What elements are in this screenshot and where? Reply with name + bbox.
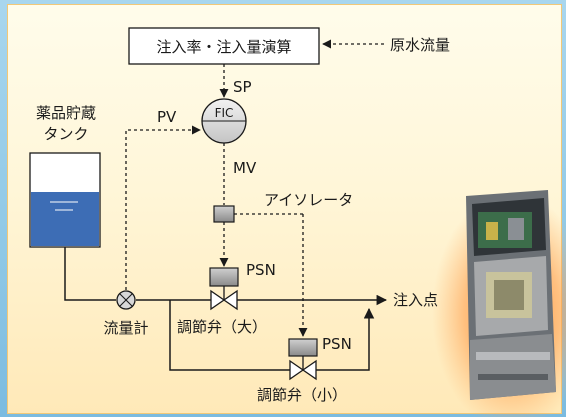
injection-point-label: 注入点 bbox=[393, 291, 438, 309]
isolator-box bbox=[213, 205, 235, 223]
bypass-return-pipe bbox=[316, 307, 375, 371]
psn-large-label: PSN bbox=[246, 261, 276, 279]
fic-label: FIC bbox=[215, 106, 234, 120]
bypass-pipe bbox=[169, 300, 290, 371]
valve-large-label: 調節弁（大） bbox=[177, 318, 267, 336]
calc-box-label: 注入率・注入量演算 bbox=[156, 38, 291, 56]
flowmeter-label: 流量計 bbox=[103, 319, 148, 337]
small-valve-actuator bbox=[288, 338, 318, 357]
flowmeter-cross bbox=[119, 293, 133, 307]
tank-outlet-pipe bbox=[64, 247, 116, 301]
mv-label: MV bbox=[233, 159, 257, 177]
small-control-valve bbox=[289, 359, 317, 381]
tank-liquid bbox=[31, 192, 99, 246]
valve-small-label: 調節弁（小） bbox=[257, 386, 347, 404]
calc-box bbox=[128, 27, 320, 65]
sp-label: SP bbox=[233, 78, 252, 96]
raw-flow-label: 原水流量 bbox=[390, 36, 450, 54]
pv-signal-line bbox=[125, 125, 201, 290]
large-valve-actuator bbox=[209, 267, 239, 287]
pv-label: PV bbox=[157, 108, 177, 126]
tank-label-line1: 薬品貯蔵 bbox=[36, 104, 96, 122]
actuator-photo bbox=[432, 190, 566, 417]
tank-label-line2: タンク bbox=[43, 125, 88, 143]
large-control-valve bbox=[210, 289, 238, 311]
psn-small-label: PSN bbox=[322, 335, 352, 353]
isolator-label: アイソレータ bbox=[264, 191, 353, 209]
